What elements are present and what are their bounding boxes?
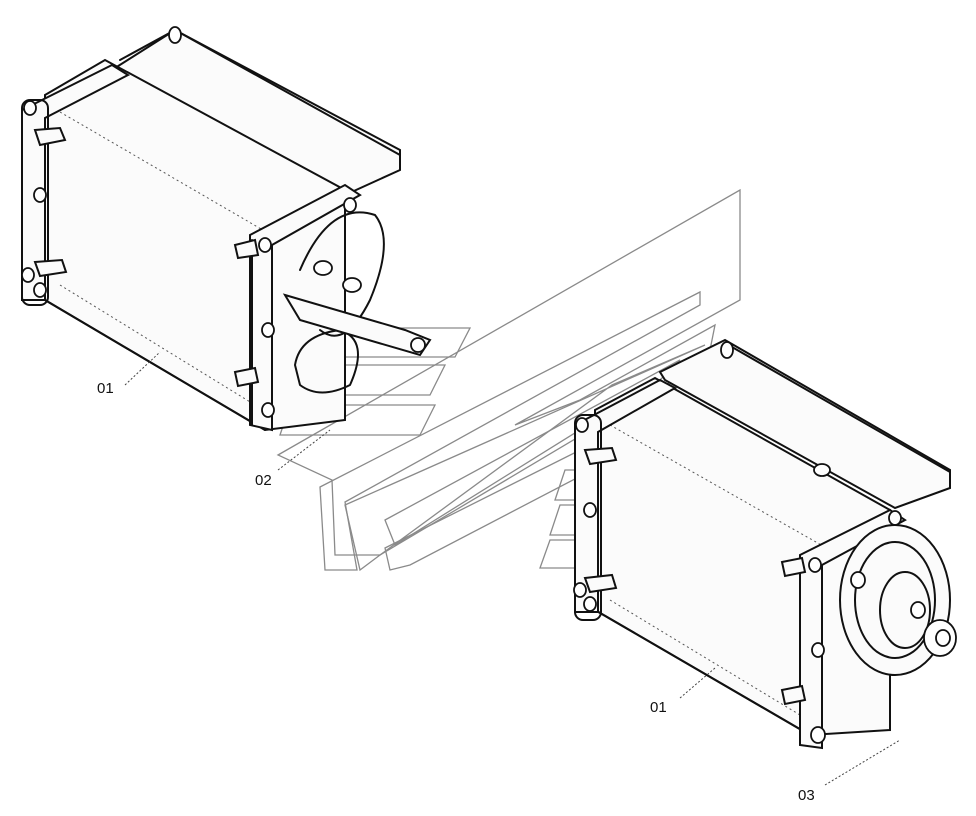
leader-line-01-upper [124, 351, 161, 386]
leader-line-02 [277, 429, 331, 471]
upper-right-flange [233, 183, 362, 432]
leader-line-03 [824, 739, 901, 786]
callout-label-03: 03 [798, 787, 815, 804]
lower-left-flange [573, 378, 678, 621]
lower-top-rail [658, 338, 951, 510]
upper-assembly [21, 26, 432, 432]
lower-drive-pulley [813, 463, 957, 676]
callout-label-01-upper: 01 [97, 380, 114, 397]
lower-right-flange [780, 508, 907, 750]
callout-label-01-lower: 01 [650, 699, 667, 716]
lower-assembly [573, 338, 957, 750]
upper-clamp-coupling [282, 211, 432, 394]
callout-label-02: 02 [255, 472, 272, 489]
upper-left-flange [21, 63, 131, 306]
